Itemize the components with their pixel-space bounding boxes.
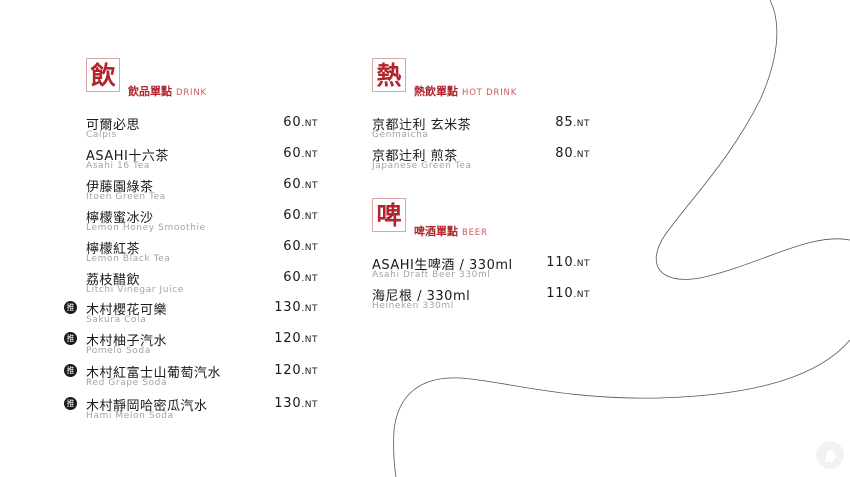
item-subtitle: Japanese Green Tea (372, 161, 472, 171)
item-subtitle: Lemon Honey Smoothie (86, 223, 206, 233)
item-price: 60.NT (283, 146, 318, 161)
section-title: 啤酒單點 BEER (414, 220, 488, 239)
item-name: ASAHI十六茶 (86, 149, 169, 164)
recommend-badge-icon: 推 (64, 332, 77, 345)
recommend-badge-icon: 推 (64, 397, 77, 410)
item-subtitle: Asahi Draft Beer 330ml (372, 270, 491, 280)
item-price: 130.NT (274, 300, 318, 315)
item-price: 60.NT (283, 270, 318, 285)
watermark-logo-icon (816, 441, 844, 469)
section-title-en: HOT DRINK (462, 88, 518, 98)
section-title-en: DRINK (176, 88, 207, 98)
item-name: 檸檬紅茶 (86, 242, 141, 257)
item-name: 荔枝醋飲 (86, 273, 141, 288)
item-price: 130.NT (274, 396, 318, 411)
item-subtitle: Itoen Green Tea (86, 192, 166, 202)
item-price: 110.NT (546, 255, 590, 270)
section-title: 熱飲單點 HOT DRINK (414, 80, 517, 99)
item-name: 木村櫻花可樂 (86, 303, 168, 318)
section-title-zh: 飲品單點 (128, 85, 172, 98)
item-price: 110.NT (546, 286, 590, 301)
section-title-zh: 熱飲單點 (414, 85, 458, 98)
item-subtitle: Heineken 330ml (372, 301, 454, 311)
item-subtitle: Hami Melon Soda (86, 411, 174, 421)
item-name: 檸檬蜜冰沙 (86, 211, 154, 226)
item-name: 京都辻利 煎茶 (372, 149, 458, 164)
item-subtitle: Genmaicha (372, 130, 429, 140)
item-name: 木村柚子汽水 (86, 334, 168, 349)
item-price: 80.NT (555, 146, 590, 161)
section-title: 飲品單點 DRINK (128, 80, 207, 99)
item-subtitle: Pomelo Soda (86, 346, 151, 356)
item-price: 60.NT (283, 239, 318, 254)
item-subtitle: Lemon Black Tea (86, 254, 171, 264)
item-name: ASAHI生啤酒 / 330ml (372, 258, 513, 273)
item-price: 85.NT (555, 115, 590, 130)
item-name: 木村靜岡哈密瓜汽水 (86, 399, 208, 414)
item-subtitle: Sakura Cola (86, 315, 147, 325)
item-name: 木村紅富士山葡萄汽水 (86, 366, 222, 381)
item-subtitle: Asahi 16 Tea (86, 161, 150, 171)
item-subtitle: Red Grape Soda (86, 378, 168, 388)
recommend-badge-icon: 推 (64, 364, 77, 377)
section-title-zh: 啤酒單點 (414, 225, 458, 238)
item-subtitle: Calpis (86, 130, 117, 140)
item-subtitle: Litchi Vinegar Juice (86, 285, 184, 295)
item-name: 伊藤園綠茶 (86, 180, 154, 195)
hot-drink-icon: 熱 (372, 58, 406, 92)
section-title-en: BEER (462, 228, 488, 238)
beer-icon: 啤 (372, 198, 406, 232)
item-price: 60.NT (283, 115, 318, 130)
item-name: 海尼根 / 330ml (372, 289, 471, 304)
item-price: 120.NT (274, 363, 318, 378)
item-price: 120.NT (274, 331, 318, 346)
drink-icon: 飲 (86, 58, 120, 92)
item-name: 京都辻利 玄米茶 (372, 118, 472, 133)
recommend-badge-icon: 推 (64, 301, 77, 314)
item-price: 60.NT (283, 208, 318, 223)
item-name: 可爾必思 (86, 118, 141, 133)
item-price: 60.NT (283, 177, 318, 192)
